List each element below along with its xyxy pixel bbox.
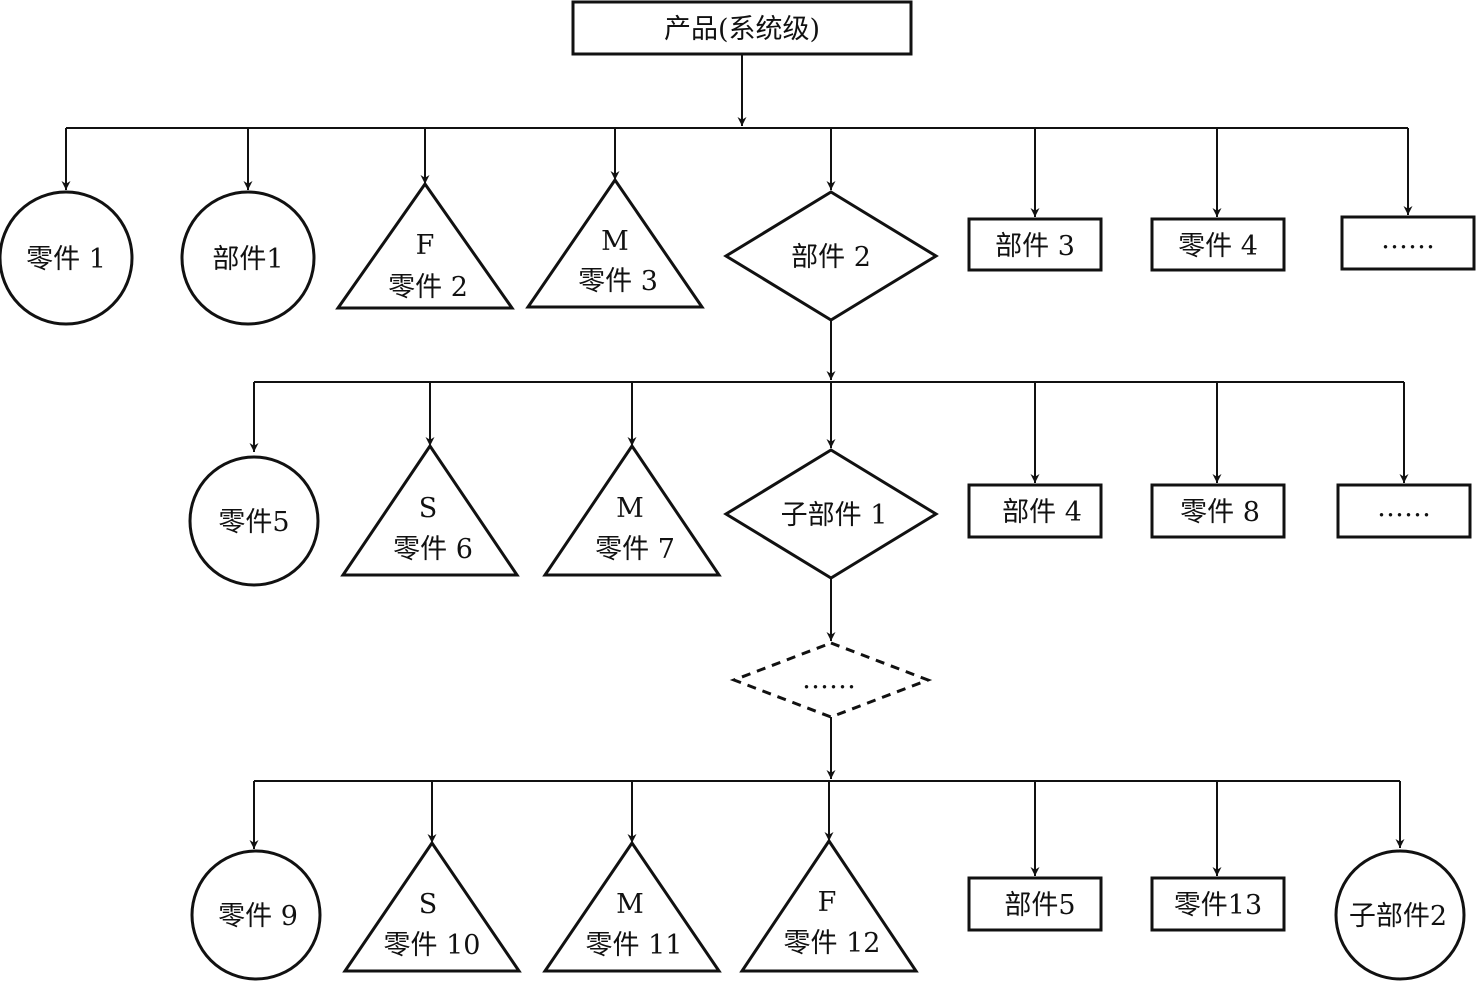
node-label: 零件 7	[595, 534, 675, 565]
level3-node: F 零件 12	[739, 838, 919, 973]
node-label: 零件 3	[578, 266, 658, 297]
part-triangle	[335, 181, 515, 310]
level2-node: 部件 4	[967, 483, 1103, 539]
level3-node: 子部件2	[1334, 849, 1466, 981]
level2-node: 零件5	[188, 455, 320, 587]
node-tag: S	[419, 493, 438, 524]
more-box	[1340, 215, 1476, 271]
level2-node: M 零件 7	[542, 443, 722, 577]
node-label: 零件13	[1174, 890, 1262, 921]
part-triangle	[342, 840, 522, 973]
level3-node: 零件13	[1150, 876, 1286, 932]
component-diamond	[723, 190, 939, 322]
node-label: 子部件 1	[781, 500, 888, 531]
level2-node: S 零件 6	[340, 443, 520, 577]
node-tag: F	[818, 887, 837, 918]
node-label: 零件 8	[1180, 497, 1260, 528]
node-label: ……	[1381, 224, 1435, 255]
node-tag: S	[419, 889, 438, 920]
sub-component-diamond	[723, 448, 939, 580]
level3-node: 零件 9	[190, 849, 322, 981]
node-label: 零件 6	[393, 534, 473, 565]
node-label: 零件 1	[26, 244, 106, 275]
ellipsis-diamond	[729, 641, 933, 719]
node-tag: M	[601, 226, 629, 257]
part-box	[1150, 876, 1286, 932]
node-label: 部件 2	[791, 242, 871, 273]
part-triangle	[739, 838, 919, 973]
node-label: 部件 4	[1002, 497, 1082, 528]
node-label: 零件 4	[1178, 231, 1258, 262]
node-label: 零件 12	[784, 928, 881, 959]
node-label: 零件 10	[384, 930, 481, 961]
node-label: 零件 11	[586, 930, 683, 961]
level1-node: F 零件 2	[335, 181, 515, 310]
ellipsis-node: ……	[729, 641, 933, 719]
root-node: 产品(系统级)	[571, 0, 913, 56]
level1-node: 部件 2	[723, 190, 939, 322]
level1-node: 部件 3	[967, 217, 1103, 272]
node-tag: M	[616, 889, 644, 920]
connectors	[61, 54, 1413, 876]
level3-node: M 零件 11	[542, 840, 722, 973]
node-label: ……	[1377, 492, 1431, 523]
component-box	[967, 217, 1103, 272]
more-box	[1336, 483, 1472, 539]
part-triangle	[525, 177, 705, 309]
part-triangle	[542, 443, 722, 577]
part-circle	[190, 849, 322, 981]
sub-component-circle	[1334, 849, 1466, 981]
level1-node: 部件1	[180, 190, 316, 326]
root-label: 产品(系统级)	[664, 14, 820, 45]
level1-node: ……	[1340, 215, 1476, 271]
level2-node: 零件 8	[1150, 483, 1286, 539]
level1-node: 零件 4	[1150, 217, 1286, 272]
node-label: 零件5	[218, 507, 289, 538]
part-circle	[0, 190, 134, 326]
component-box	[967, 876, 1103, 932]
component-circle	[180, 190, 316, 326]
node-label: 零件 9	[218, 901, 298, 932]
level2-node: ……	[1336, 483, 1472, 539]
node-tag: F	[416, 230, 435, 261]
level1-node: M 零件 3	[525, 177, 705, 309]
level2-node: 子部件 1	[723, 448, 939, 580]
node-label: 子部件2	[1349, 901, 1447, 932]
part-triangle	[340, 443, 520, 577]
part-circle	[188, 455, 320, 587]
part-triangle	[542, 840, 722, 973]
node-label: 部件5	[1004, 890, 1075, 921]
level3-node: S 零件 10	[342, 840, 522, 973]
node-tag: M	[616, 493, 644, 524]
node-label: 部件 3	[995, 231, 1075, 262]
root-box	[571, 0, 913, 56]
level3-node: 部件5	[967, 876, 1103, 932]
part-box	[1150, 483, 1286, 539]
part-box	[1150, 217, 1286, 272]
node-label: 零件 2	[388, 272, 468, 303]
node-label: 部件1	[212, 244, 283, 275]
level1-node: 零件 1	[0, 190, 134, 326]
component-box	[967, 483, 1103, 539]
node-label: ……	[802, 664, 856, 695]
